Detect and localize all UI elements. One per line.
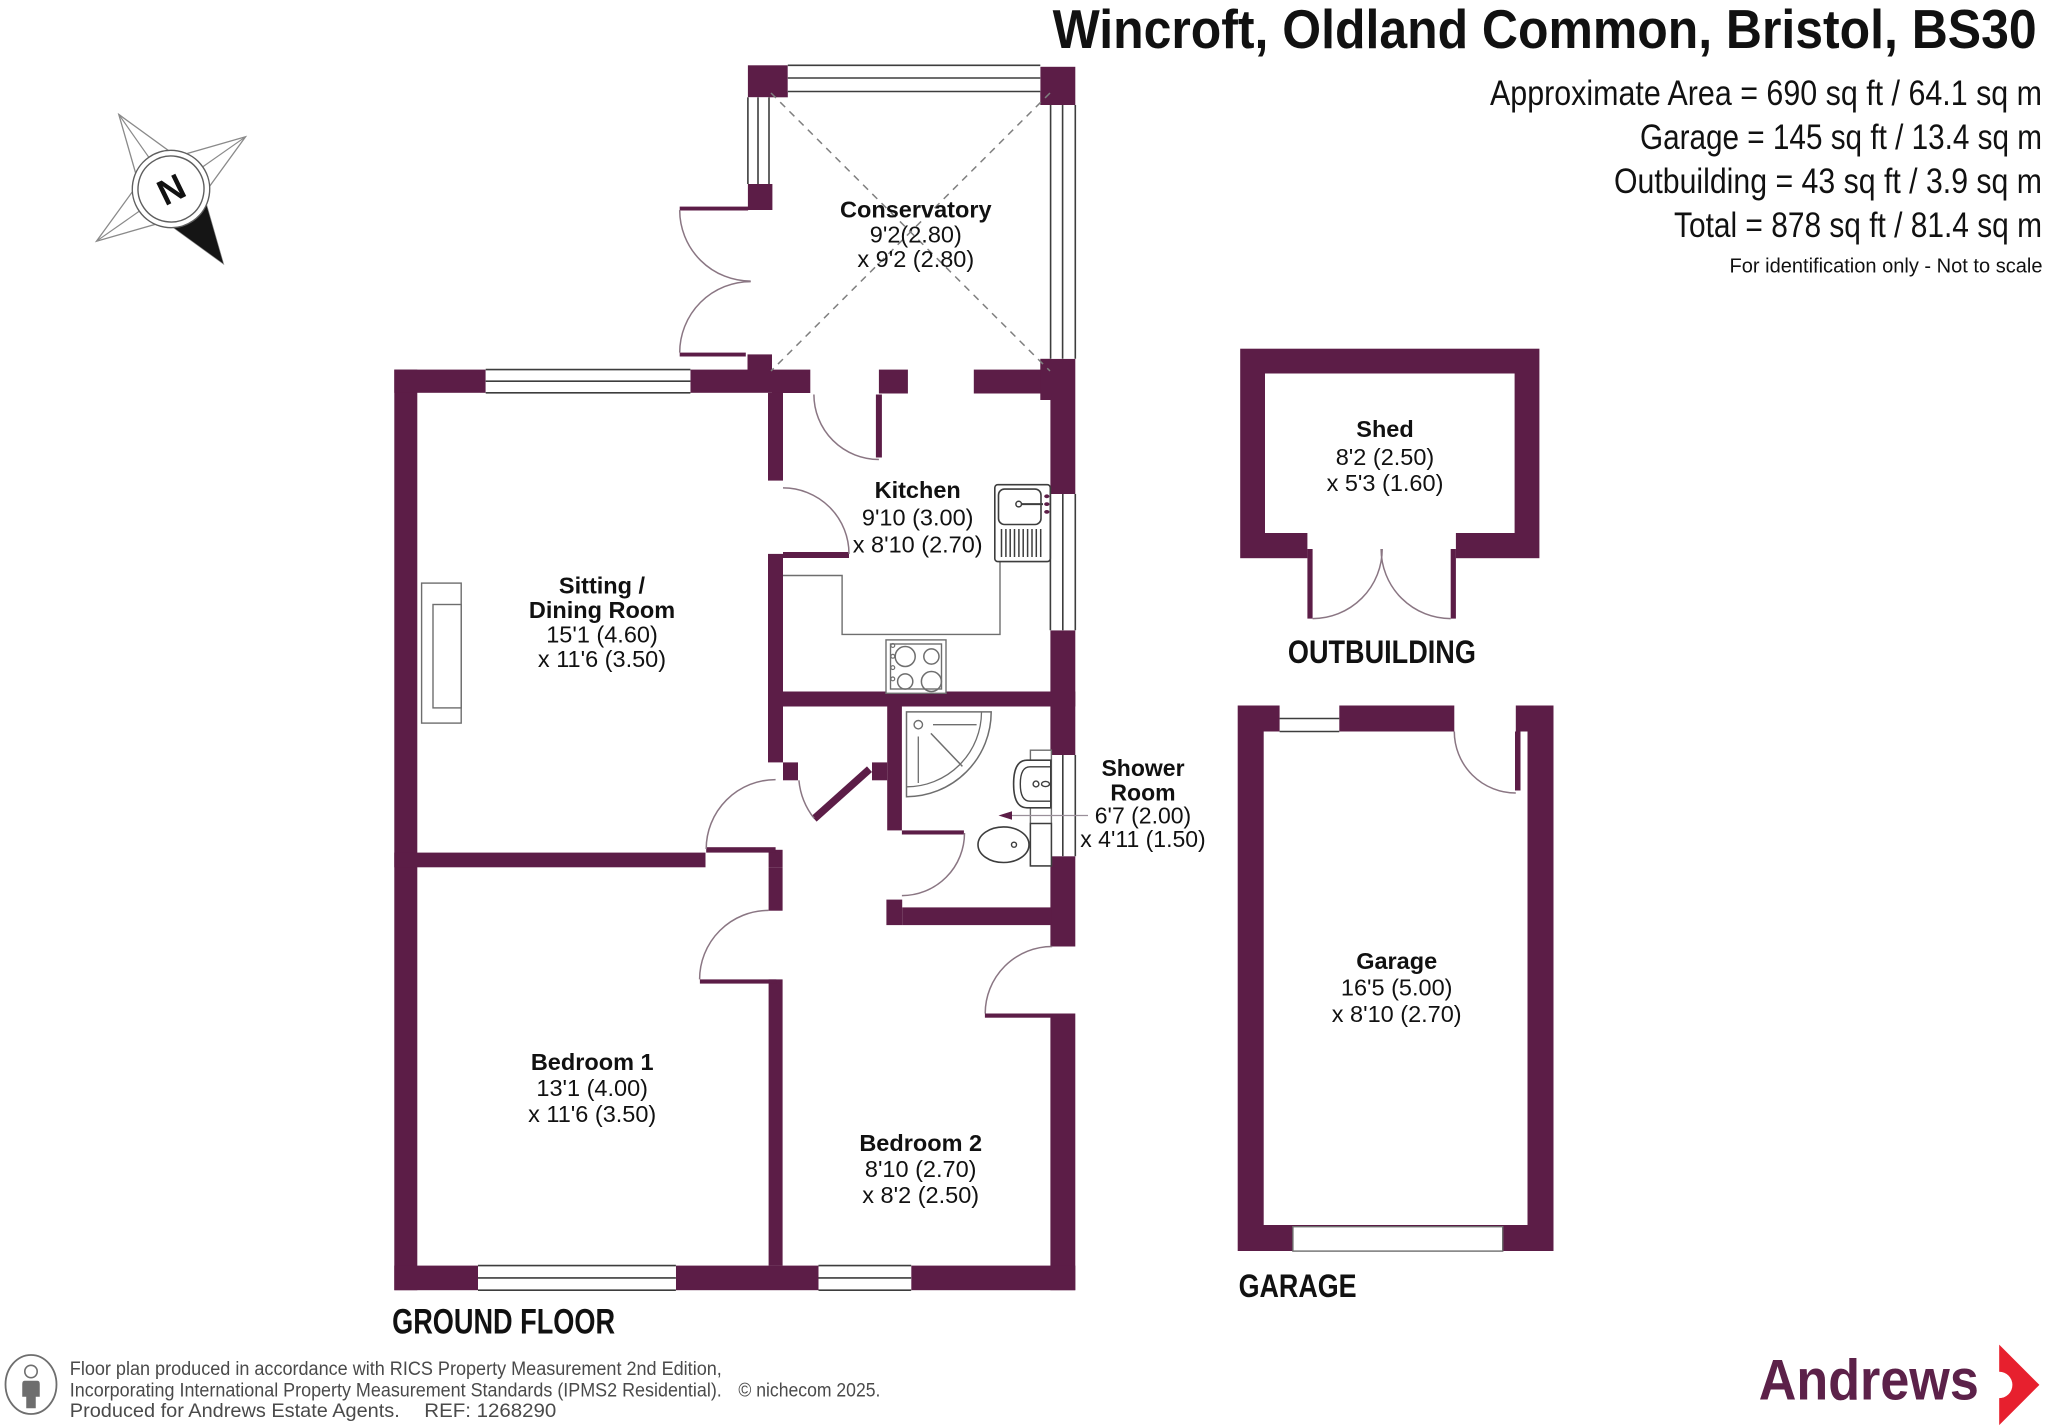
svg-text:x 11'6 (3.50): x 11'6 (3.50) [528, 1101, 656, 1127]
svg-text:Conservatory: Conservatory [840, 197, 992, 223]
svg-text:x 11'6 (3.50): x 11'6 (3.50) [538, 646, 666, 672]
svg-text:6'7 (2.00): 6'7 (2.00) [1095, 802, 1191, 828]
svg-text:Incorporating International Pr: Incorporating International Property Mea… [70, 1381, 722, 1402]
svg-text:GROUND FLOOR: GROUND FLOOR [392, 1302, 615, 1341]
svg-text:Outbuilding = 43 sq ft / 3.9 s: Outbuilding = 43 sq ft / 3.9 sq m [1614, 162, 2042, 201]
svg-text:9'2(2.80): 9'2(2.80) [870, 222, 962, 248]
svg-text:Sitting /: Sitting / [559, 573, 646, 599]
svg-text:15'1 (4.60): 15'1 (4.60) [546, 622, 658, 648]
svg-text:x 9'2 (2.80): x 9'2 (2.80) [857, 246, 974, 272]
svg-text:x 5'3 (1.60): x 5'3 (1.60) [1327, 470, 1444, 496]
svg-text:x 8'2 (2.50): x 8'2 (2.50) [862, 1182, 979, 1208]
svg-text:Andrews: Andrews [1759, 1348, 1979, 1412]
svg-text:GARAGE: GARAGE [1239, 1268, 1357, 1304]
svg-text:Shower: Shower [1101, 755, 1184, 781]
svg-text:Floor plan produced in accorda: Floor plan produced in accordance with R… [70, 1359, 722, 1380]
svg-text:13'1 (4.00): 13'1 (4.00) [536, 1075, 648, 1101]
svg-text:Dining Room: Dining Room [529, 597, 675, 623]
svg-text:8'2 (2.50): 8'2 (2.50) [1336, 444, 1435, 470]
svg-text:8'10 (2.70): 8'10 (2.70) [865, 1156, 977, 1182]
svg-text:For identification only - Not: For identification only - Not to scale [1730, 255, 2043, 278]
svg-text:9'10 (3.00): 9'10 (3.00) [862, 504, 974, 530]
svg-text:Bedroom 1: Bedroom 1 [531, 1049, 654, 1075]
svg-text:Garage = 145 sq ft / 13.4 sq m: Garage = 145 sq ft / 13.4 sq m [1640, 118, 2042, 157]
svg-text:Room: Room [1110, 779, 1175, 805]
svg-text:x 4'11 (1.50): x 4'11 (1.50) [1080, 826, 1205, 852]
svg-text:16'5 (5.00): 16'5 (5.00) [1341, 975, 1453, 1001]
svg-text:Produced for Andrews Estate Ag: Produced for Andrews Estate Agents. [70, 1401, 400, 1422]
svg-text:REF: 1268290: REF: 1268290 [424, 1401, 556, 1422]
svg-text:OUTBUILDING: OUTBUILDING [1288, 634, 1476, 670]
svg-text:Bedroom 2: Bedroom 2 [859, 1130, 982, 1156]
svg-text:Shed: Shed [1356, 416, 1413, 442]
svg-text:Garage: Garage [1356, 948, 1437, 974]
svg-text:Total = 878 sq ft / 81.4 sq m: Total = 878 sq ft / 81.4 sq m [1674, 206, 2042, 245]
svg-text:Wincroft, Oldland Common, Bris: Wincroft, Oldland Common, Bristol, BS30 [1053, 0, 2037, 60]
svg-text:x 8'10 (2.70): x 8'10 (2.70) [1332, 1001, 1462, 1027]
svg-text:Kitchen: Kitchen [875, 477, 961, 503]
svg-text:© nichecom 2025.: © nichecom 2025. [738, 1381, 880, 1402]
svg-text:x 8'10 (2.70): x 8'10 (2.70) [853, 532, 983, 558]
svg-text:Approximate Area = 690 sq ft /: Approximate Area = 690 sq ft / 64.1 sq m [1490, 74, 2042, 113]
